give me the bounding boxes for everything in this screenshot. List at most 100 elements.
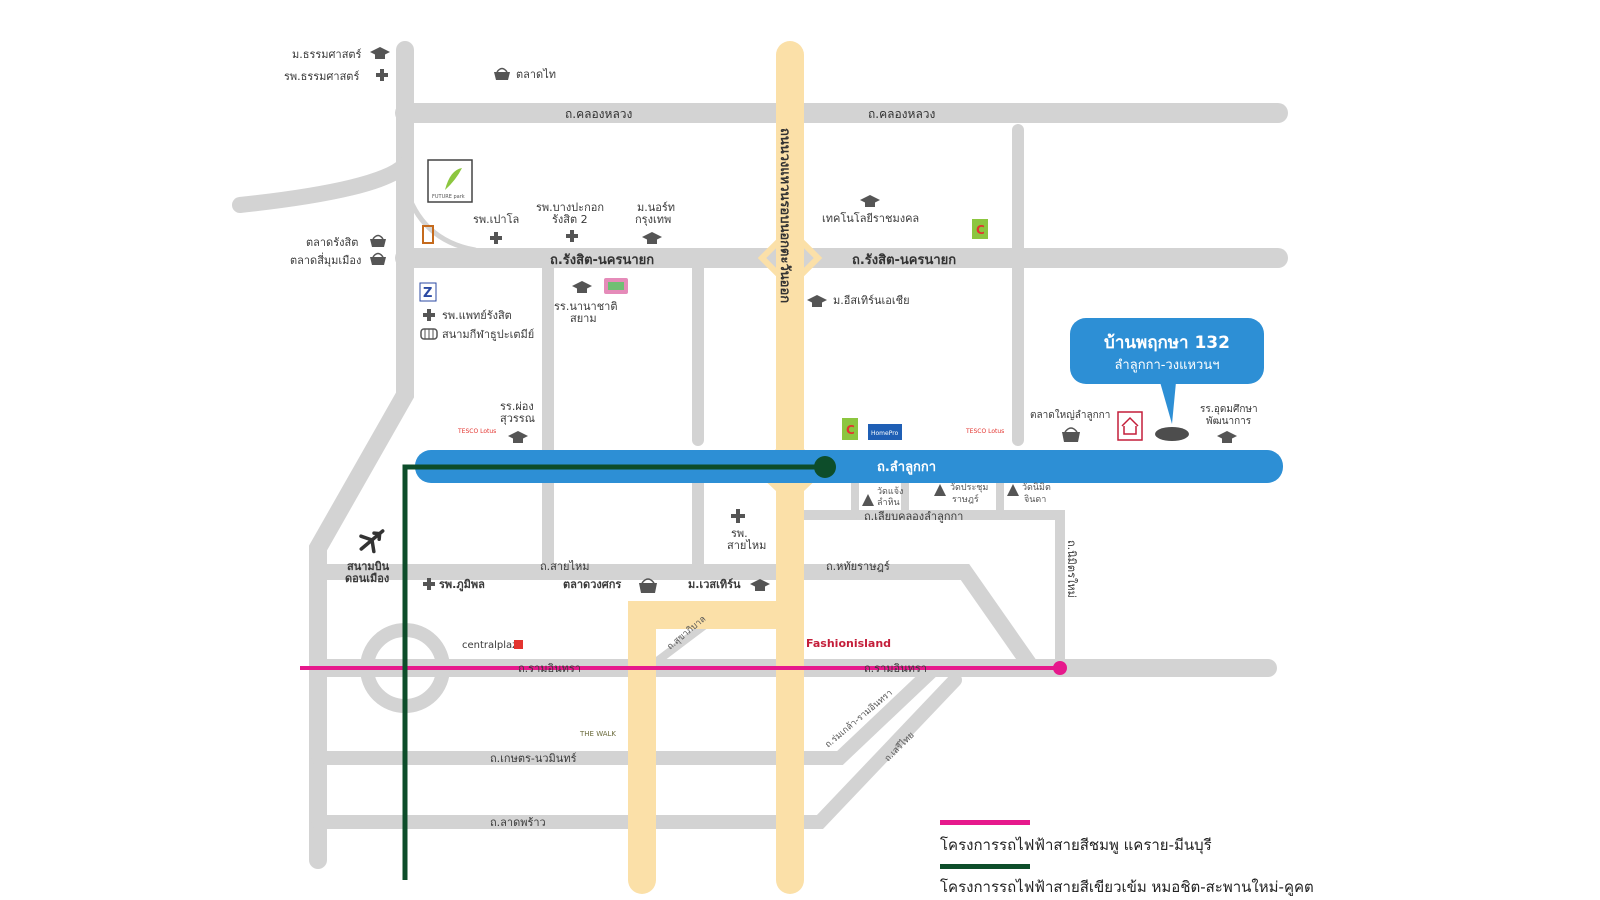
central-plaza-mark — [514, 640, 523, 649]
road-vibhavadi — [309, 41, 414, 869]
label-outer-ring: ถนนวงแหวนรอบนอกตะวันออก — [777, 128, 792, 303]
interchange-rangsit — [757, 225, 823, 291]
big-c-icon — [842, 418, 858, 440]
legend-swatch-green — [940, 864, 1030, 869]
home-icon — [1117, 411, 1143, 441]
label-talad-thai: ตลาดไท — [516, 68, 556, 81]
outer-ring-branch — [628, 601, 804, 894]
label-wat-prachum-2: ราษฎร์ — [952, 493, 979, 505]
label-western-u: ม.เวสเทิร์น — [688, 578, 741, 591]
hospital-cross-icon — [423, 578, 435, 590]
label-wat-chaeng-1: วัดแจ้ง — [877, 486, 903, 497]
hospital-cross-icon — [566, 230, 578, 242]
road-lam-luk-ka — [415, 450, 1283, 483]
label-wat-nimit-1: วัดนิมิต — [1022, 482, 1051, 493]
label-the-walk: THE WALK — [579, 730, 616, 738]
label-bangpakok: รพ.บางปะกอก — [536, 201, 604, 214]
label-donmueang-1: สนามบิน — [347, 560, 390, 573]
homepro-logo — [868, 424, 902, 440]
big-c-icon — [972, 219, 988, 239]
graduation-cap-icon — [370, 47, 390, 59]
legend-swatch-pink — [940, 820, 1030, 825]
label-zpell: Z — [423, 286, 432, 301]
hospital-cross-icon — [423, 309, 435, 321]
label-thammasat-hosp: รพ.ธรรมศาสตร์ — [284, 70, 359, 83]
label-saimai-hosp-1: รพ. — [731, 527, 748, 540]
callout-subtitle: ลำลูกกา-วงแหวนฯ — [1114, 358, 1219, 373]
label-nanachat-2: สยาม — [570, 312, 597, 325]
road-kaset-nawamin — [311, 661, 942, 765]
project-location-pin — [1155, 427, 1189, 441]
temple-icon — [862, 494, 874, 506]
label-tesco-1: TESCO Lotus — [457, 428, 496, 435]
label-ram-inthra-2: ถ.รามอินทรา — [864, 662, 927, 675]
school-badge-inner — [608, 282, 624, 290]
label-bhumibol: รพ.ภูมิพล — [439, 578, 485, 592]
pink-line-terminal — [1053, 661, 1067, 675]
basket-icon — [370, 234, 386, 247]
label-lamlukka-market: ตลาดใหญ่ลำลูกกา — [1030, 409, 1110, 421]
basket-icon — [639, 578, 657, 593]
label-saimai-hosp-2: สายไหม — [727, 539, 766, 552]
road-lat-phrao — [311, 673, 962, 829]
graduation-cap-icon — [642, 232, 662, 244]
road-liap-khlong — [795, 510, 1065, 665]
graduation-cap-icon — [572, 281, 592, 293]
label-bangpakok2: รังสิต 2 — [552, 213, 588, 226]
graduation-cap-icon — [860, 195, 880, 207]
legend-label-green: โครงการรถไฟฟ้าสายสีเขียวเข้ม หมอชิต-สะพา… — [940, 878, 1314, 896]
temple-icon — [1007, 484, 1019, 496]
label-lat-phrao: ถ.ลาดพร้าว — [490, 816, 546, 829]
label-phongsuwan-2: สุวรรณ — [500, 412, 535, 425]
legend: โครงการรถไฟฟ้าสายสีชมพู แคราย-มีนบุรี โค… — [940, 820, 1314, 896]
label-eastern-asia: ม.อีสเทิร์นเอเชีย — [833, 294, 910, 307]
graduation-cap-icon — [508, 431, 528, 443]
green-line — [402, 464, 825, 880]
label-rangsit-nakhon-1: ถ.รังสิต-นครนายก — [550, 253, 654, 268]
label-fashion-island: Fashionisland — [806, 637, 891, 650]
label-stadium: สนามกีฬาธูปะเตมีย์ — [442, 328, 534, 341]
label-north-bkk-1: ม.นอร์ท — [637, 201, 675, 214]
label-north-bkk-2: กรุงเทพ — [635, 213, 671, 226]
label-khlong-luang-2: ถ.คลองหลวง — [868, 107, 935, 121]
label-wat-chaeng-2: ลำหิน — [877, 497, 900, 508]
big-c-letter: C — [976, 223, 985, 237]
label-phongsuwan-1: รร.ผ่อง — [500, 400, 534, 413]
label-wat-prachum-1: วัดประชุม — [950, 483, 988, 493]
green-line-terminal — [814, 456, 836, 478]
building-icon — [422, 225, 434, 244]
airplane-icon — [359, 529, 385, 554]
label-future-park: FUTURE park — [432, 194, 465, 200]
callout-box — [1070, 318, 1264, 384]
callout-title: บ้านพฤกษา 132 — [1104, 333, 1230, 353]
label-rajamangala: เทคโนโลยีราชมงคล — [822, 211, 919, 225]
label-simummuang: ตลาดสี่มุมเมือง — [290, 252, 361, 267]
label-liap-khlong: ถ.เลียบคลองลำลูกกา — [864, 510, 963, 523]
road-diagonal-sukhapiban — [644, 621, 709, 672]
hospital-cross-icon — [376, 69, 388, 81]
label-tesco-2: TESCO Lotus — [965, 428, 1004, 435]
road-curve-left-2 — [402, 182, 478, 253]
label-sai-mai: ถ.สายไหม — [540, 560, 590, 573]
label-rangsit-nakhon-2: ถ.รังสิต-นครนายก — [852, 253, 956, 268]
graduation-cap-icon — [807, 295, 827, 307]
basket-icon — [370, 252, 386, 265]
label-patrangsit: รพ.แพทย์รังสิต — [442, 309, 512, 322]
graduation-cap-icon — [1217, 431, 1237, 443]
label-udom-1: รร.อุดมศึกษา — [1200, 403, 1258, 415]
label-homepro: HomePro — [871, 430, 899, 437]
label-central-plaza: centralplaza — [462, 640, 524, 651]
hospital-cross-icon — [731, 509, 745, 523]
label-udom-2: พัฒนาการ — [1206, 416, 1252, 427]
label-donmueang-2: ดอนเมือง — [345, 572, 389, 585]
temple-icon — [934, 484, 946, 496]
zpell-logo — [419, 282, 437, 302]
label-paolo: รพ.เปาโล — [473, 212, 519, 226]
road-network — [232, 41, 1288, 869]
label-lam-luk-ka: ถ.ลำลูกกา — [877, 459, 936, 475]
label-hathai-rat: ถ.หทัยราษฎร์ — [826, 560, 890, 573]
road-curve-left — [232, 157, 413, 213]
future-park-leaf-icon — [445, 168, 462, 190]
stadium-icon — [420, 328, 438, 340]
project-callout: บ้านพฤกษา 132 ลำลูกกา-วงแหวนฯ — [1070, 318, 1264, 424]
